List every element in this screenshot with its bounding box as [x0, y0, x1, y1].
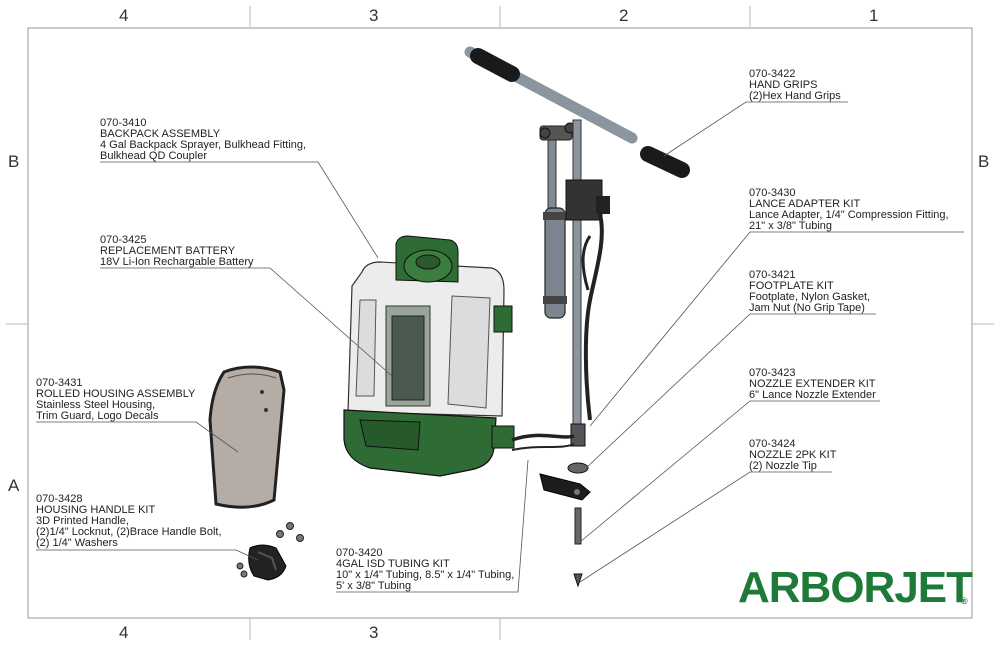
- grid-row-right-b: B: [978, 152, 990, 171]
- housing-handle: [236, 522, 304, 581]
- hand-grip-right: [640, 146, 690, 178]
- zone-ticks: [6, 6, 994, 640]
- hand-grip-left: [470, 48, 520, 82]
- grid-col-top-4: 4: [119, 6, 129, 25]
- grid-row-left-b: B: [8, 152, 20, 171]
- backpack-sprayer: [343, 235, 575, 477]
- grid-col-bottom-3: 3: [369, 623, 379, 642]
- lance-assembly: [464, 46, 690, 588]
- registered-mark: ®: [961, 596, 968, 606]
- arborjet-logo: ARBORJET: [738, 563, 973, 612]
- grid-row-left-a: A: [8, 476, 20, 495]
- grid-col-top-2: 2: [619, 6, 629, 25]
- grid-col-top-1: 1: [869, 6, 879, 25]
- grid-col-top-3: 3: [369, 6, 379, 25]
- grid-col-bottom-4: 4: [119, 623, 129, 642]
- leader-lines: [36, 101, 964, 593]
- rolled-housing: [208, 365, 286, 509]
